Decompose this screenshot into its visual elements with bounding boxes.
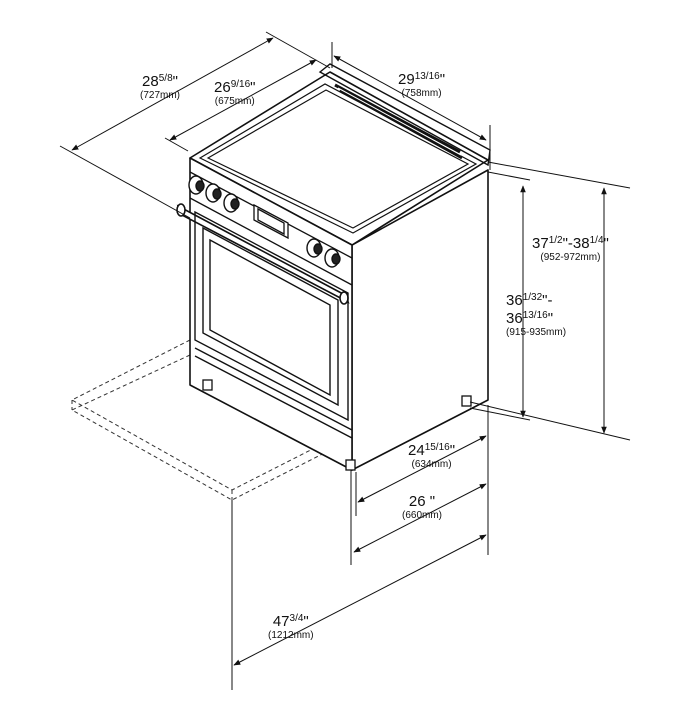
dim-total-height-whole2: 38 — [572, 235, 590, 252]
dim-total-height-sep: "- — [562, 235, 573, 252]
dim-side-depth: 26 " (660mm) — [402, 494, 442, 521]
dim-width-frac: 13/16 — [414, 71, 440, 82]
dim-inner-depth-whole: 26 — [214, 79, 231, 96]
dim-cabinet-depth-metric: (634mm) — [411, 459, 452, 470]
dim-total-height-frac2: 1/4 — [589, 235, 604, 246]
dimension-lines — [59, 31, 631, 690]
dim-total-height-unit: " — [603, 235, 609, 252]
dim-side-depth-unit: " — [425, 493, 436, 510]
dim-door-open-depth-metric: (1212mm) — [268, 630, 314, 641]
dim-body-height-sep: "- — [542, 292, 553, 309]
dim-cabinet-depth: 2415/16" (634mm) — [408, 443, 455, 470]
dim-body-height-metric: (915-935mm) — [506, 327, 567, 338]
dim-body-height-unit: " — [547, 310, 554, 327]
display-window — [253, 203, 289, 240]
dim-door-open-depth-unit: " — [303, 613, 309, 630]
dim-side-depth-whole: 26 — [408, 493, 426, 510]
dim-body-height: 361/32"- 3613/16" (915-935mm) — [506, 293, 566, 338]
kick-plate — [194, 347, 353, 439]
dim-inner-depth-frac: 9/16 — [230, 79, 251, 90]
dim-top-depth-frac: 5/8 — [158, 73, 173, 84]
dim-body-height-whole1: 36 — [506, 292, 523, 309]
dim-width: 2913/16" (758mm) — [398, 72, 445, 99]
dim-body-height-whole2: 36 — [506, 310, 523, 327]
knobs — [188, 175, 341, 268]
dim-top-depth-metric: (727mm) — [140, 90, 181, 101]
dim-width-unit: " — [439, 71, 446, 88]
dim-cabinet-depth-frac: 15/16 — [424, 442, 450, 453]
dim-inner-depth-metric: (675mm) — [214, 96, 255, 107]
dim-width-metric: (758mm) — [401, 88, 442, 99]
dim-side-depth-metric: (660mm) — [402, 510, 443, 521]
dim-top-depth: 285/8" (727mm) — [140, 74, 180, 101]
dim-total-height-metric: (952-972mm) — [540, 252, 601, 263]
dim-inner-depth-unit: " — [250, 79, 256, 96]
dim-total-height-frac1: 1/2 — [548, 235, 563, 246]
dim-inner-depth: 269/16" (675mm) — [214, 80, 255, 107]
oven-door — [194, 210, 349, 422]
dim-door-open-depth-frac: 3/4 — [289, 613, 304, 624]
dim-top-depth-whole: 28 — [142, 73, 159, 90]
dim-total-height-whole1: 37 — [532, 235, 549, 252]
dim-cabinet-depth-whole: 24 — [408, 442, 425, 459]
dim-cabinet-depth-unit: " — [449, 442, 456, 459]
dim-body-height-frac1: 1/32 — [522, 292, 543, 303]
dim-width-whole: 29 — [398, 71, 415, 88]
range-body — [189, 71, 489, 471]
dim-door-open-depth: 473/4" (1212mm) — [268, 614, 314, 641]
dim-total-height: 371/2"-381/4" (952-972mm) — [532, 236, 609, 263]
dim-door-open-depth-whole: 47 — [272, 613, 290, 630]
dim-top-depth-unit: " — [172, 73, 178, 90]
dim-body-height-frac2: 13/16 — [522, 310, 548, 321]
